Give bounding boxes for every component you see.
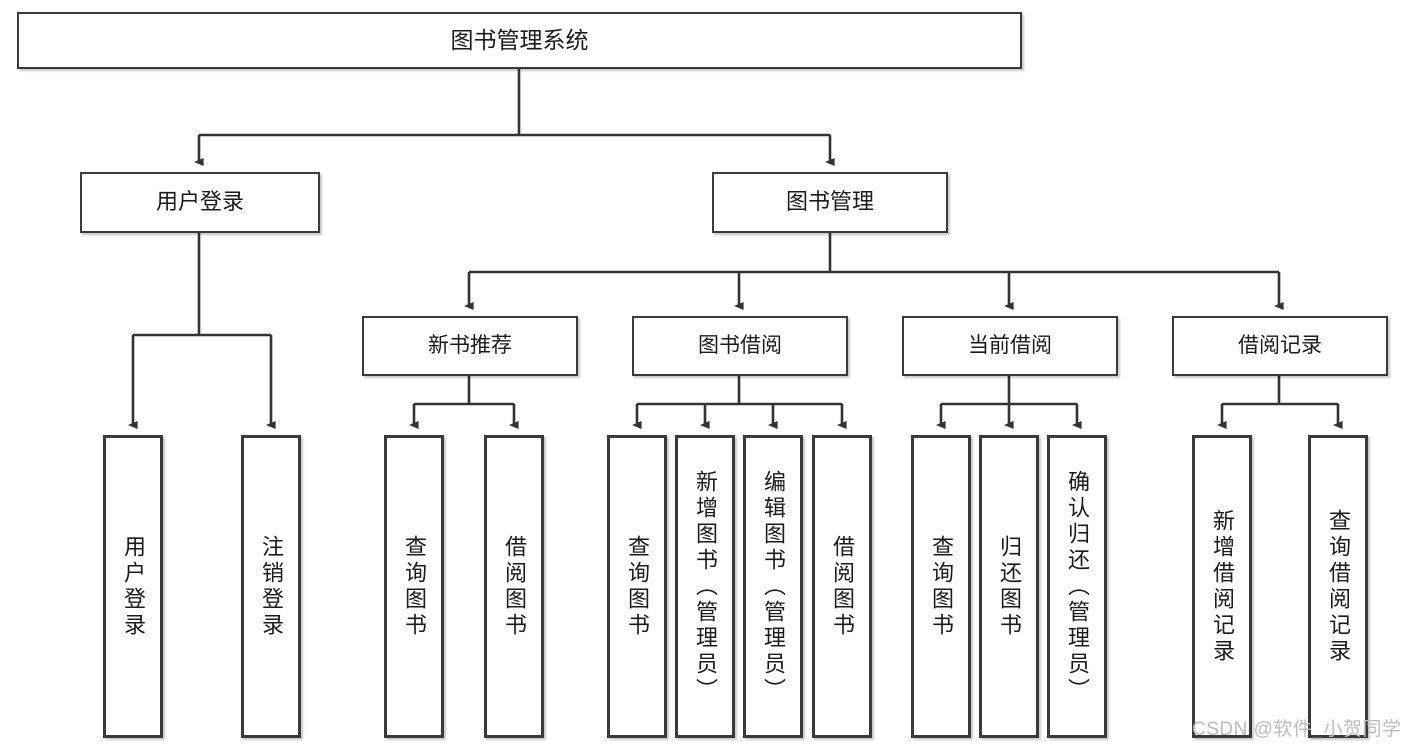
node-label: 注销登录 [259,534,284,639]
node-label: 借阅记录 [1238,334,1322,358]
node-borrow-record[interactable]: 借阅记录 [1172,316,1388,376]
node-leaf-logout[interactable]: 注销登录 [241,435,301,738]
node-current-borrow[interactable]: 当前借阅 [902,316,1118,376]
node-label: 新增借阅记录 [1210,508,1235,665]
node-label: 图书管理系统 [450,26,589,53]
node-label: 图书管理 [785,189,874,215]
node-label: 新书推荐 [428,334,512,358]
node-label: 查询图书 [625,534,650,639]
node-leaf-query-book-3[interactable]: 查询图书 [911,435,971,738]
node-label: 查询图书 [929,534,954,639]
node-label: 新增图书（管理员） [693,469,718,704]
node-leaf-confirm-return[interactable]: 确认归还（管理员） [1047,435,1107,738]
node-label: 借阅图书 [830,534,855,639]
node-user-login[interactable]: 用户登录 [80,172,320,233]
node-leaf-borrow-book-1[interactable]: 借阅图书 [484,435,544,738]
node-leaf-query-record[interactable]: 查询借阅记录 [1308,435,1368,738]
node-leaf-borrow-book-2[interactable]: 借阅图书 [812,435,872,738]
node-leaf-user-login[interactable]: 用户登录 [103,435,163,738]
node-label: 图书借阅 [698,334,782,358]
node-label: 编辑图书（管理员） [761,469,786,704]
node-leaf-add-book[interactable]: 新增图书（管理员） [675,435,735,738]
node-label: 当前借阅 [968,334,1052,358]
node-book-management[interactable]: 图书管理 [712,172,948,233]
node-label: 用户登录 [155,189,244,215]
node-label: 查询借阅记录 [1326,508,1351,665]
node-label: 归还图书 [997,534,1022,639]
node-leaf-query-book-2[interactable]: 查询图书 [607,435,667,738]
node-leaf-query-book-1[interactable]: 查询图书 [384,435,444,738]
node-new-book-recommend[interactable]: 新书推荐 [362,316,578,376]
node-leaf-edit-book[interactable]: 编辑图书（管理员） [743,435,803,738]
node-leaf-return-book[interactable]: 归还图书 [979,435,1039,738]
node-label: 确认归还（管理员） [1065,469,1090,704]
node-label: 用户登录 [121,534,146,639]
node-label: 查询图书 [402,534,427,639]
node-root-book-management-system[interactable]: 图书管理系统 [17,12,1022,69]
csdn-watermark: CSDN @软件_小贺同学 [1192,719,1402,740]
node-leaf-add-record[interactable]: 新增借阅记录 [1192,435,1252,738]
node-label: 借阅图书 [502,534,527,639]
node-book-borrow[interactable]: 图书借阅 [632,316,848,376]
